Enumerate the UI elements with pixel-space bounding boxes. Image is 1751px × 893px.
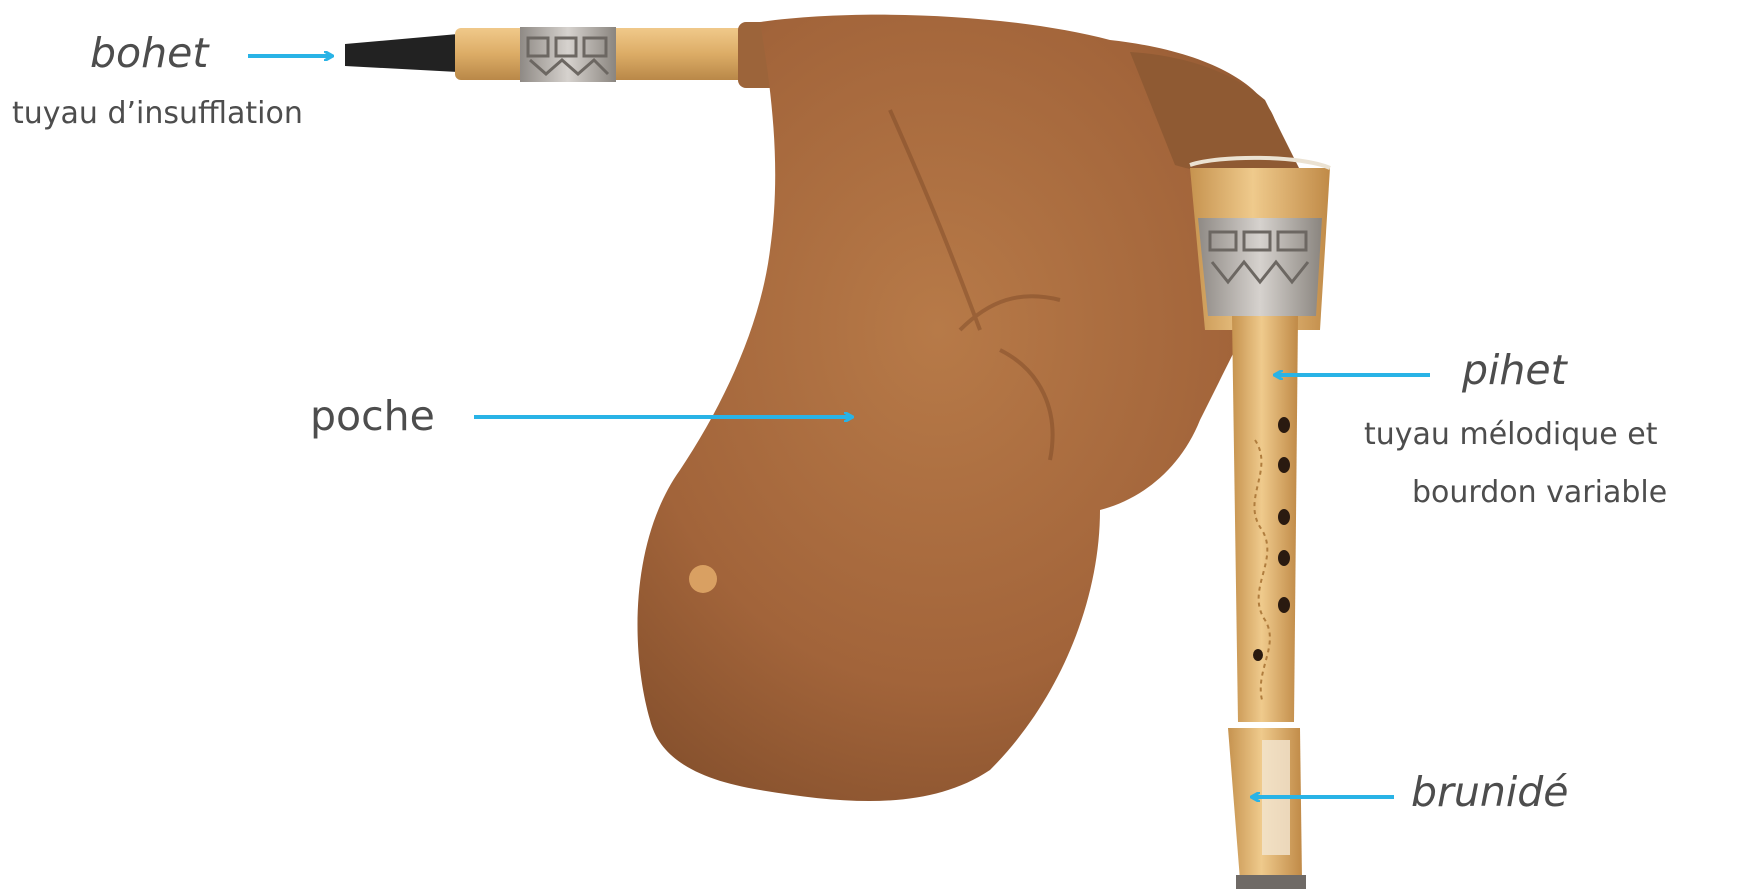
label-pihet-desc-1: tuyau mélodique et [1364,420,1657,450]
label-brunide: brunidé [1411,772,1569,813]
bag-patch [689,565,717,593]
label-pihet: pihet [1462,350,1567,391]
label-bohet-desc: tuyau d’insufflation [12,99,303,129]
label-poche: poche [310,396,435,437]
chanter [1190,158,1330,722]
drone [1228,728,1306,889]
label-bohet: bohet [90,33,208,74]
blow-pipe [345,22,778,88]
mouthpiece [345,34,458,72]
label-pihet-desc-2: bourdon variable [1412,478,1667,508]
